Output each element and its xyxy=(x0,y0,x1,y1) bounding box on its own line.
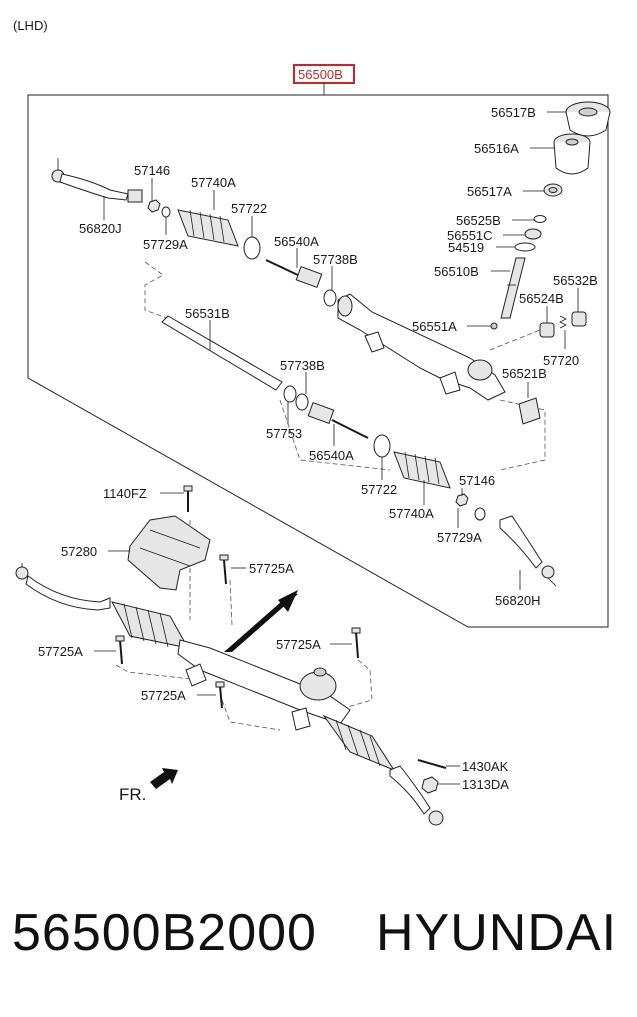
front-direction-marker: FR. xyxy=(119,768,178,804)
part-56517A[interactable] xyxy=(543,183,563,197)
part-57720[interactable] xyxy=(559,315,567,329)
part-57725A-right-mid[interactable] xyxy=(351,627,361,659)
label-57722-upper[interactable]: 57722 xyxy=(231,201,267,216)
part-56516A[interactable] xyxy=(553,133,591,175)
part-1430AK[interactable] xyxy=(417,759,447,769)
label-56531B[interactable]: 56531B xyxy=(185,306,230,321)
exploded-view-frame xyxy=(27,94,609,628)
label-1313DA[interactable]: 1313DA xyxy=(462,777,509,792)
label-1430AK[interactable]: 1430AK xyxy=(462,759,509,774)
label-56525B[interactable]: 56525B xyxy=(456,213,501,228)
label-57722-mid[interactable]: 57722 xyxy=(361,482,397,497)
label-57725A-left[interactable]: 57725A xyxy=(38,644,83,659)
part-57729A-upper[interactable] xyxy=(161,206,171,218)
part-56525B[interactable] xyxy=(533,215,547,223)
part-57725A-left[interactable] xyxy=(115,635,125,665)
label-57740A-mid[interactable]: 57740A xyxy=(389,506,434,521)
label-56516A[interactable]: 56516A xyxy=(474,141,519,156)
part-1140FZ[interactable] xyxy=(183,485,193,512)
label-1140FZ[interactable]: 1140FZ xyxy=(103,486,147,501)
label-57738B-upper[interactable]: 57738B xyxy=(313,252,358,267)
part-57146-upper[interactable] xyxy=(147,199,161,213)
front-label: FR. xyxy=(119,785,146,804)
label-57729A-upper[interactable]: 57729A xyxy=(143,237,188,252)
part-56531B[interactable] xyxy=(161,315,283,391)
label-57280[interactable]: 57280 xyxy=(61,544,97,559)
part-56524B[interactable] xyxy=(539,322,555,338)
part-rack-housing-upper[interactable] xyxy=(337,293,506,401)
label-57753[interactable]: 57753 xyxy=(266,426,302,441)
part-57725A-right-upper[interactable] xyxy=(219,554,229,585)
part-labels: 56517B 56516A 56517A 56525B 56551C 54519… xyxy=(38,105,598,792)
label-57725A-right-upper[interactable]: 57725A xyxy=(249,561,294,576)
label-56524B[interactable]: 56524B xyxy=(519,291,564,306)
label-56521B[interactable]: 56521B xyxy=(502,366,547,381)
footer-part-number: 56500B2000 xyxy=(12,904,317,962)
steering-gear-assembly[interactable] xyxy=(15,563,444,826)
part-57753[interactable] xyxy=(295,393,309,411)
label-57146-mid[interactable]: 57146 xyxy=(459,473,495,488)
assembly-number-callout[interactable]: 56500B xyxy=(293,64,355,84)
part-1313DA[interactable] xyxy=(421,776,439,794)
label-54519[interactable]: 54519 xyxy=(448,240,484,255)
label-56510B[interactable]: 56510B xyxy=(434,264,479,279)
part-56532B[interactable] xyxy=(571,311,587,327)
label-56517B[interactable]: 56517B xyxy=(491,105,536,120)
variant-label: (LHD) xyxy=(13,18,48,33)
part-56820H[interactable] xyxy=(499,515,557,587)
part-57722-mid[interactable] xyxy=(373,434,391,458)
label-57725A-bottom[interactable]: 57725A xyxy=(141,688,186,703)
part-57738B-mid[interactable] xyxy=(283,385,297,403)
label-57720[interactable]: 57720 xyxy=(543,353,579,368)
label-56532B[interactable]: 56532B xyxy=(553,273,598,288)
label-56517A[interactable]: 56517A xyxy=(467,184,512,199)
leader-lines xyxy=(94,111,579,785)
label-57729A-mid[interactable]: 57729A xyxy=(437,530,482,545)
part-57729A-mid[interactable] xyxy=(474,507,486,521)
footer-brand: HYUNDAI xyxy=(376,904,618,962)
part-56510B[interactable] xyxy=(500,257,526,319)
label-56551A[interactable]: 56551A xyxy=(412,319,457,334)
assembly-number: 56500B xyxy=(298,67,343,82)
assembly-direction-arrow xyxy=(224,594,298,652)
label-56820H[interactable]: 56820H xyxy=(495,593,541,608)
part-56540A-mid[interactable] xyxy=(307,402,369,439)
arrow-head-icon xyxy=(278,590,298,612)
label-57738B-mid[interactable]: 57738B xyxy=(280,358,325,373)
part-57740A-mid[interactable] xyxy=(393,451,451,489)
label-56540A-mid[interactable]: 56540A xyxy=(309,448,354,463)
part-54519[interactable] xyxy=(514,242,536,252)
part-56540A-upper[interactable] xyxy=(265,259,323,288)
part-56517B[interactable] xyxy=(565,101,611,137)
part-57280[interactable] xyxy=(127,515,211,591)
label-57146-upper[interactable]: 57146 xyxy=(134,163,170,178)
part-57146-mid[interactable] xyxy=(455,493,469,507)
part-56551A[interactable] xyxy=(490,322,498,330)
label-57740A-upper[interactable]: 57740A xyxy=(191,175,236,190)
part-56820J[interactable] xyxy=(51,158,143,203)
part-56551C[interactable] xyxy=(524,228,542,240)
part-56521B[interactable] xyxy=(518,397,541,425)
part-57738B-upper[interactable] xyxy=(323,289,337,307)
part-57722-upper[interactable] xyxy=(243,236,261,260)
part-57740A-upper[interactable] xyxy=(177,209,239,247)
label-56820J[interactable]: 56820J xyxy=(79,221,122,236)
label-56551C[interactable]: 56551C xyxy=(447,228,493,243)
front-arrow-icon xyxy=(150,768,178,789)
part-57725A-bottom[interactable] xyxy=(215,681,225,709)
label-56540A-upper[interactable]: 56540A xyxy=(274,234,319,249)
label-57725A-right-mid[interactable]: 57725A xyxy=(276,637,321,652)
